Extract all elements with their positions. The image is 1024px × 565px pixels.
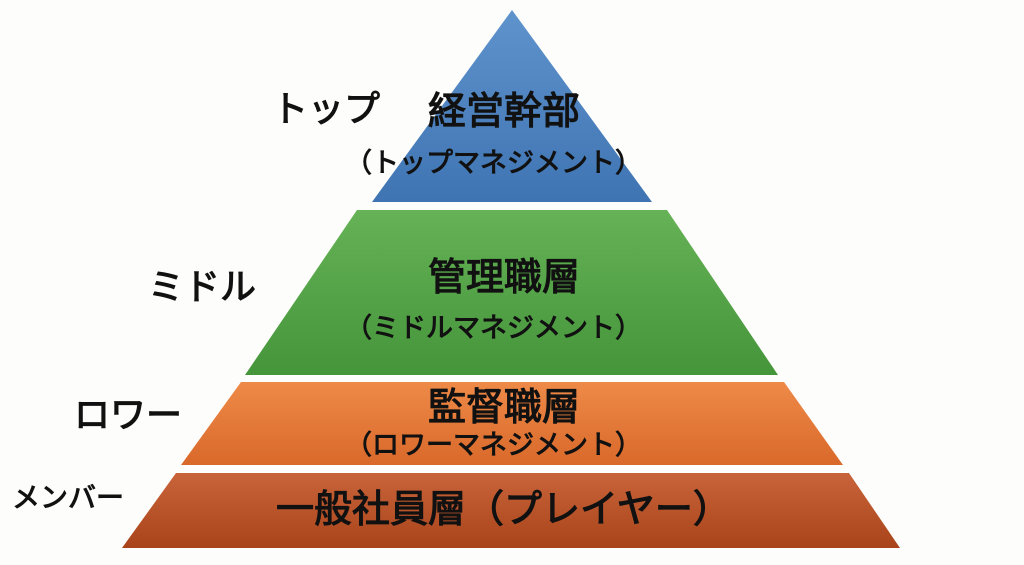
pyramid-tier-lower: [181, 382, 843, 465]
pyramid-tier-middle: [245, 210, 778, 375]
tier-title-top: 経営幹部: [428, 89, 581, 133]
side-label-middle: ミドル: [148, 267, 257, 308]
tier-subtitle-top: （トップマネジメント）: [345, 148, 642, 179]
tier-subtitle-middle: （ミドルマネジメント）: [345, 313, 642, 344]
tier-title-lower: 監督職層: [428, 385, 581, 429]
side-label-top: トップ: [272, 89, 381, 130]
tier-title-middle: 管理職層: [428, 255, 581, 299]
tier-title-member: 一般社員層（プレイヤー）: [276, 487, 731, 531]
side-label-lower: ロワー: [74, 395, 183, 436]
tier-subtitle-lower: （ロワーマネジメント）: [345, 430, 642, 461]
side-label-member: メンバー: [12, 481, 125, 514]
pyramid-tier-top: [372, 10, 652, 202]
pyramid-tier-member: [122, 473, 900, 548]
